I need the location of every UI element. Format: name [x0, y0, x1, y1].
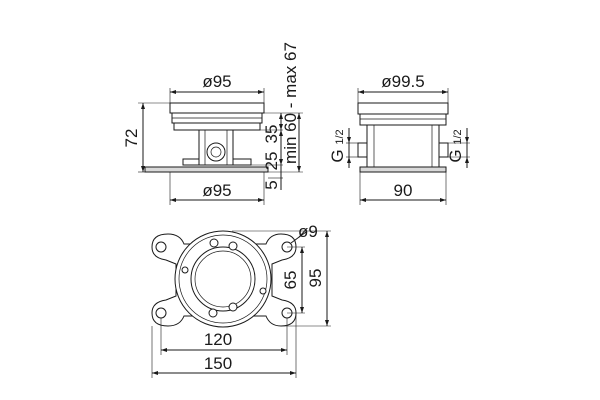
plan-view: ø9 65 95 120 150 [151, 222, 331, 378]
front-dim-5-label: 5 [262, 180, 281, 189]
plan-inner-ring [190, 246, 256, 312]
plan-hole-diameter-label: ø9 [298, 222, 318, 241]
front-total-height-label: 72 [122, 129, 141, 148]
side-cap-top [357, 102, 449, 115]
plan-bolt-5 [181, 266, 189, 274]
plan-hole-bottom-left [155, 307, 167, 319]
plan-hole-top-left [155, 241, 167, 253]
front-flange-left [182, 158, 200, 166]
plan-bolt-4 [228, 302, 238, 312]
plan-dim-65-label: 65 [281, 271, 300, 290]
side-base-plate [359, 166, 447, 173]
side-thread-left-g: G [328, 149, 347, 162]
plan-bolt-3 [208, 308, 218, 318]
side-view: ø99.5 90 G 1/2 G 1/2 [328, 72, 470, 205]
side-port-right [438, 142, 449, 158]
side-thread-right-g: G [446, 149, 465, 162]
front-view: ø95 ø95 72 35 25 5 min 60 - max 67 [122, 42, 303, 205]
side-valve-body [366, 124, 440, 168]
plan-bolt-6 [259, 287, 267, 295]
front-cap-top [169, 102, 265, 114]
front-dim-35-label: 35 [262, 125, 281, 144]
side-width-label: 90 [394, 181, 413, 200]
front-dim-25-label: 25 [262, 152, 281, 171]
plan-dim-95-label: 95 [306, 269, 325, 288]
front-bottom-diameter-label: ø95 [202, 181, 231, 200]
side-port-left [357, 142, 368, 158]
front-top-diameter-label: ø95 [202, 72, 231, 91]
plan-bolt-1 [209, 238, 219, 248]
front-flange-right [232, 158, 252, 166]
front-base-plate [144, 166, 269, 173]
side-top-diameter-label: ø99.5 [381, 72, 424, 91]
plan-dim-150-label: 150 [204, 354, 232, 373]
side-cap-band [359, 113, 447, 126]
side-thread-right-fraction: 1/2 [452, 129, 464, 144]
front-install-range-label: min 60 - max 67 [281, 42, 300, 164]
plan-dim-120-label: 120 [204, 330, 232, 349]
side-thread-left-fraction: 1/2 [334, 129, 346, 144]
front-inlet-port [206, 142, 226, 162]
front-cap-lower [173, 122, 261, 131]
plan-bolt-2 [228, 241, 238, 251]
